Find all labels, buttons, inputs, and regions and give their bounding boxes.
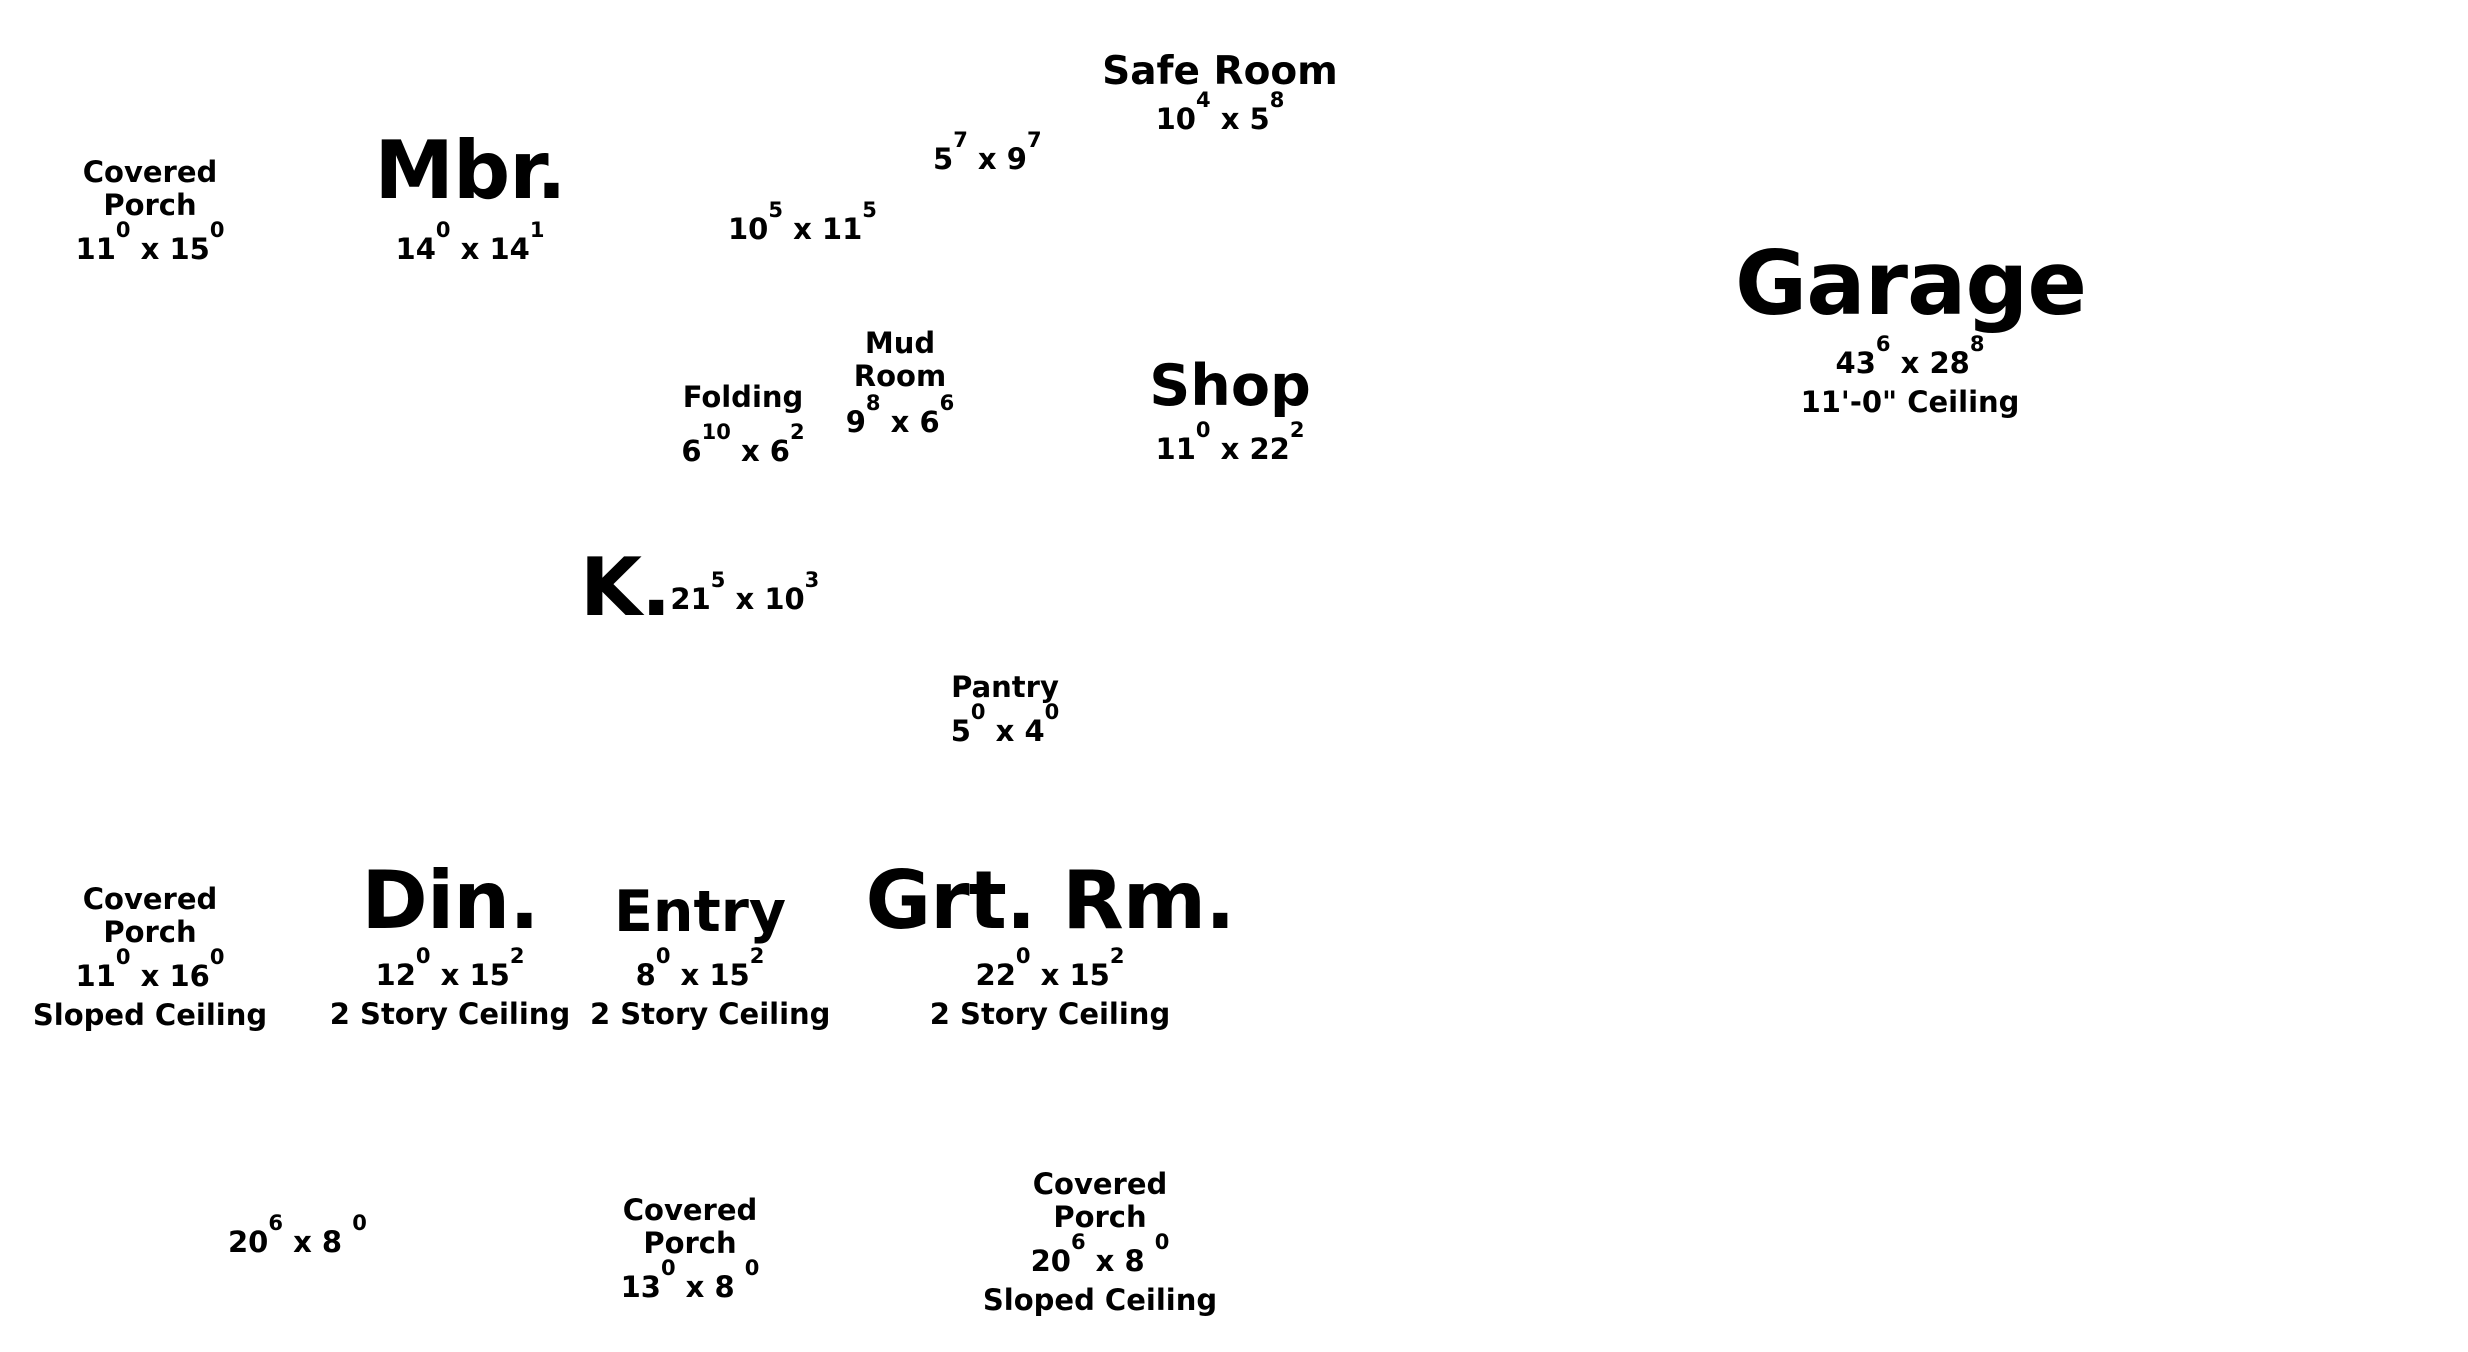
room-name: Mbr. [374,124,566,217]
room-dimensions-deck-sw: 206 x 8 0 [228,1211,367,1259]
room-dimensions: 50 x 40 [950,700,1060,748]
room-dimensions: 110 x 160 [75,945,225,993]
room-label-din: Din. 120 x 152 2 Story Ceiling [320,858,580,1033]
room-name: Folding [682,380,804,414]
room-name: Din. [361,854,539,947]
room-dimensions: 436 x 288 [1835,332,1985,380]
room-dimensions: 110 x 150 [75,218,225,266]
room-dimensions: 220 x 152 [975,944,1125,992]
ceiling-note: 2 Story Ceiling [590,997,831,1031]
room-name: Grt. Rm. [865,854,1236,947]
ceiling-note: 11'-0" Ceiling [1800,385,2020,419]
room-label-mbr: Mbr. 140 x 141 [360,128,580,269]
room-label-pantry: Pantry 50 x 40 [935,671,1075,751]
room-dimensions: 130 x 8 0 [620,1256,760,1304]
room-dimensions: 215 x 103 [670,568,820,616]
room-dimensions: 98 x 66 [845,391,955,439]
room-dimensions: 80 x 152 [635,944,765,992]
room-label-folding: Folding 610 x 62 [668,381,818,471]
ceiling-note: 2 Story Ceiling [929,997,1171,1031]
ceiling-note: 2 Story Ceiling [329,997,571,1031]
room-dimensions: 610 x 62 [681,420,805,468]
ceiling-note: Sloped Ceiling [982,1283,1218,1317]
room-label-garage: Garage 436 x 288 11'-0" Ceiling [1735,232,2087,421]
room-dimensions: 104 x 58 [1155,88,1285,136]
room-dimensions: 120 x 152 [375,944,525,992]
room-name: Shop [1149,353,1311,419]
room-name: Garage [1735,232,2087,335]
room-label-entry: Entry 80 x 152 2 Story Ceiling [590,879,831,1033]
room-label-grt-rm: Grt. Rm. 220 x 152 2 Story Ceiling [850,858,1250,1033]
ceiling-note: Sloped Ceiling [32,998,268,1032]
room-dimensions: 110 x 222 [1155,418,1305,466]
room-dimensions-closet: 57 x 97 [933,128,1042,176]
room-label-safe-room: Safe Room 104 x 58 [1095,50,1345,139]
room-name: Pantry [951,670,1059,704]
room-dimensions: 140 x 141 [395,218,545,266]
room-dimensions: 206 x 8 0 [1030,1230,1170,1278]
room-label-kitchen: K.215 x 103 [580,545,819,631]
room-dimensions-bath: 105 x 115 [728,198,877,246]
room-name: K. [580,541,671,634]
room-name: Entry [613,879,787,945]
room-name: Safe Room [1102,49,1338,94]
room-label-shop: Shop 110 x 222 [1120,354,1340,469]
